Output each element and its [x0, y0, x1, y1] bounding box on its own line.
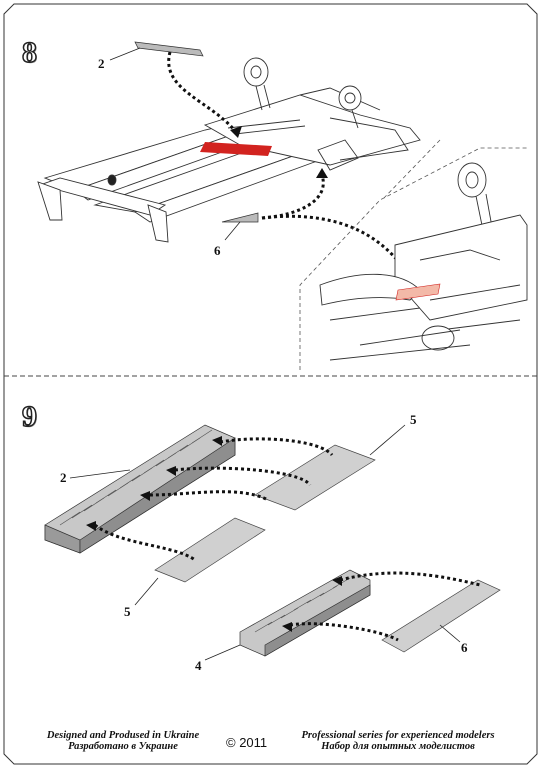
part-2-icon — [134, 41, 204, 57]
series-en: Professional series for experienced mode… — [301, 730, 495, 741]
part-2-frame — [44, 424, 236, 554]
part-4-frame — [239, 569, 371, 657]
step-8-number: 8 — [21, 35, 38, 70]
callout-2-step8: 2 — [98, 56, 105, 71]
detail-highlight — [395, 283, 441, 301]
part-5-plate-lower — [154, 517, 266, 583]
callout-6-step8: 6 — [214, 243, 221, 258]
step-9-number: 9 — [21, 399, 38, 434]
part-6-icon — [221, 212, 259, 223]
arrows-step9 — [94, 437, 481, 642]
callout-5-lower: 5 — [124, 604, 131, 619]
arrow-part6-b — [261, 214, 410, 276]
designed-en: Designed and Prodused in Ukraine — [46, 730, 200, 741]
arrow-part2 — [167, 51, 238, 133]
part-6-plate — [381, 579, 501, 653]
detail-drawing — [319, 162, 528, 361]
footer-designed: Designed and Prodused in Ukraine Разрабо… — [28, 730, 218, 752]
callout-5-upper: 5 — [410, 412, 417, 427]
page-frame — [3, 3, 538, 765]
callout-2-step9: 2 — [60, 470, 67, 485]
designed-ru: Разработано в Украине — [68, 741, 178, 752]
arrow-part6-a — [261, 174, 325, 220]
callout-4: 4 — [195, 658, 202, 673]
copyright: © 2011 — [226, 735, 268, 750]
callout-6-step9: 6 — [461, 640, 468, 655]
series-ru: Набор для опытных моделистов — [321, 741, 475, 752]
highlight-bay — [200, 142, 272, 156]
part-5-plate-upper — [254, 444, 376, 511]
footer-series: Professional series for experienced mode… — [280, 730, 516, 752]
detail-inset-frame — [299, 147, 527, 370]
